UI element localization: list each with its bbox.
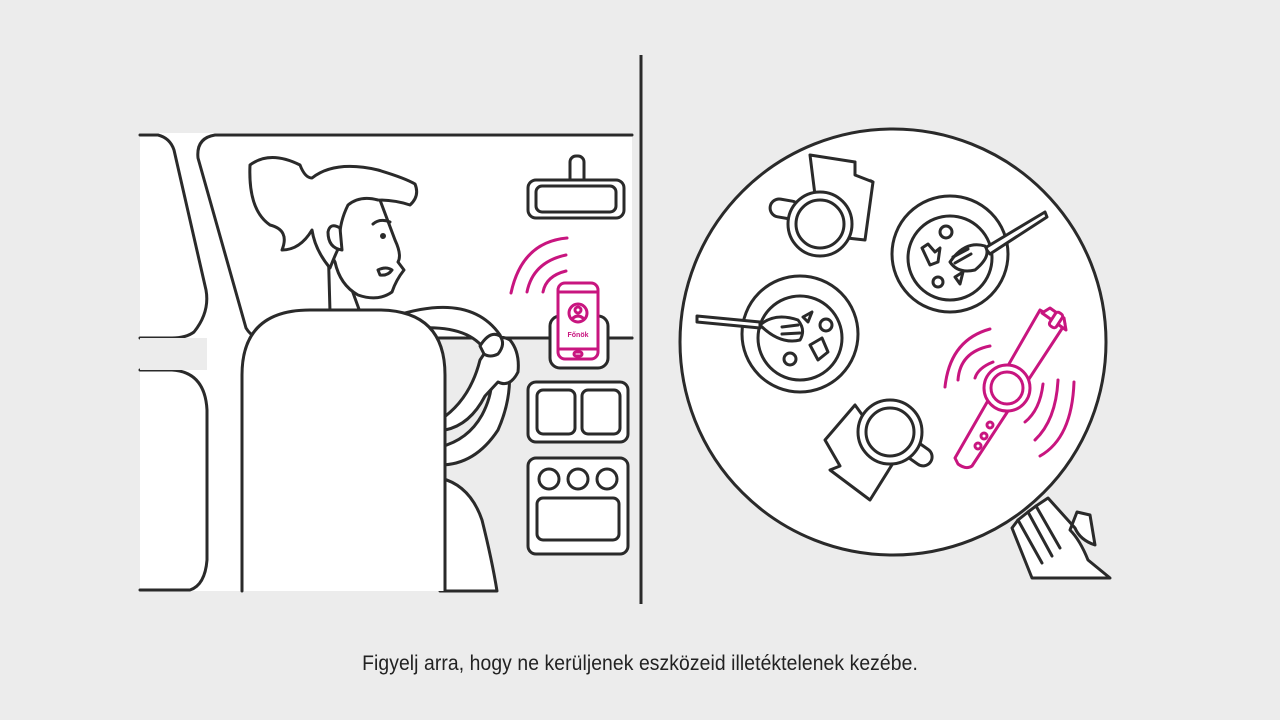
subtitle-caption: Figyelj arra, hogy ne kerüljenek eszköze…: [362, 652, 918, 675]
user-icon: [567, 302, 589, 324]
phone-signal-icon: [509, 236, 569, 295]
phone-caller-name: Főnök: [568, 332, 589, 339]
side-door-panel: [138, 368, 209, 592]
fork-left: [695, 314, 805, 343]
plate-left: [695, 274, 860, 394]
driver-arm: [438, 332, 520, 432]
driver-leg: [438, 476, 499, 593]
console-buttons: [526, 380, 630, 444]
coffee-mug-top: [768, 153, 875, 258]
console-controls: [526, 456, 630, 556]
car-seat: [240, 308, 447, 593]
pillar-strip: [140, 338, 207, 370]
vibrating-smartwatch: [943, 306, 1076, 470]
eye: [380, 233, 386, 239]
rearview-mirror: [526, 154, 626, 220]
car-scene: Főnök: [138, 133, 634, 593]
coffee-mug-bottom: [823, 398, 934, 502]
ringing-phone: Főnök: [556, 281, 600, 361]
worried-mouth: [376, 266, 394, 277]
table-scene: [678, 127, 1112, 580]
plate-right: [890, 194, 1049, 314]
eyebrow: [371, 218, 392, 226]
fork-right: [948, 210, 1049, 273]
reaching-hand: [1010, 496, 1112, 580]
side-window-upper: [138, 133, 209, 340]
driver-head: [248, 156, 419, 314]
vibration-waves-icon: [943, 327, 1076, 458]
